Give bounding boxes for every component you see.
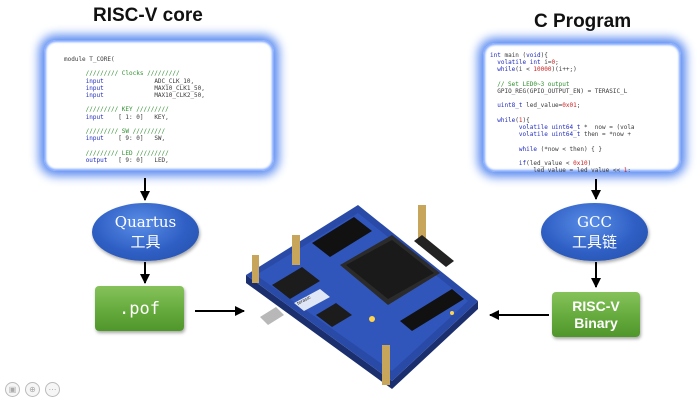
more-options-icon[interactable]: ⋯ xyxy=(45,382,60,397)
c-code-line: while (*now < then) { } xyxy=(518,145,603,153)
verilog-code-line: input ADC_CLK_10, xyxy=(85,77,195,85)
binary-label-line1: RISC-V xyxy=(572,297,620,314)
c-code-line: volatile uint64_t then = *now + xyxy=(518,131,631,139)
c-code-line: volatile int i=0; xyxy=(497,59,559,67)
riscv-binary-node: RISC-V Binary xyxy=(552,292,640,337)
zoom-icon[interactable]: ⊕ xyxy=(25,382,40,397)
c-code-line: led_value = led_value << 1; xyxy=(533,167,631,172)
binary-label-line2: Binary xyxy=(574,314,618,331)
fpga-board-image: terasic xyxy=(232,195,488,396)
right-title: C Program xyxy=(534,11,632,32)
left-title: RISC-V core xyxy=(93,5,203,26)
gcc-label: GCC xyxy=(577,213,612,231)
verilog-code-panel: module T_CORE( ///////// Clocks ////////… xyxy=(44,40,274,171)
c-code-line: GPIO_REG(GPIO_OUTPUT_EN) = TERASIC_L xyxy=(497,88,628,96)
c-code-line: if(led_value < 0x10) xyxy=(518,160,592,168)
verilog-code-line: input [ 1: 0] KEY, xyxy=(85,113,169,121)
verilog-code-line: input MAX10_CLK1_50, xyxy=(85,84,205,92)
verilog-code-line: ///////// KEY ///////// xyxy=(64,106,169,114)
verilog-code: module T_CORE( ///////// Clocks ////////… xyxy=(64,56,205,171)
pof-file-node: .pof xyxy=(95,286,184,331)
quartus-tool-node: Quartus 工具 xyxy=(92,203,199,261)
c-code-line: while(i < 10000)(i++;) xyxy=(497,66,577,74)
c-code-line: int main (void){ xyxy=(490,52,548,59)
pof-label: .pof xyxy=(119,298,160,319)
verilog-code-line: input MAX10_CLK2_50, xyxy=(85,92,205,100)
c-code-line: while(1){ xyxy=(497,116,530,124)
c-code: int main (void){ volatile int i=0; while… xyxy=(490,52,635,172)
image-view-icon[interactable]: ▣ xyxy=(5,382,20,397)
verilog-code-line: ///////// LED ///////// xyxy=(64,149,169,157)
c-code-line: uint8_t led_value=0x01; xyxy=(497,102,581,110)
quartus-label: Quartus xyxy=(114,213,177,231)
c-code-line: volatile uint64_t * now = (vola xyxy=(518,124,635,132)
verilog-code-line: input [ 9: 0] SW, xyxy=(85,135,166,143)
verilog-code-line: module T_CORE( xyxy=(64,56,115,63)
gcc-sublabel: 工具链 xyxy=(571,233,617,251)
verilog-code-line: output [ 9: 0] LED, xyxy=(85,156,169,164)
quartus-sublabel: 工具 xyxy=(130,233,161,251)
verilog-code-line: ///////// Clocks ///////// xyxy=(64,70,180,78)
c-code-line: // Set LED0~3 output xyxy=(490,80,570,88)
gcc-toolchain-node: GCC 工具链 xyxy=(541,203,648,261)
verilog-code-line: ///////// SW ///////// xyxy=(64,128,166,136)
c-code-panel: int main (void){ volatile int i=0; while… xyxy=(483,43,681,172)
